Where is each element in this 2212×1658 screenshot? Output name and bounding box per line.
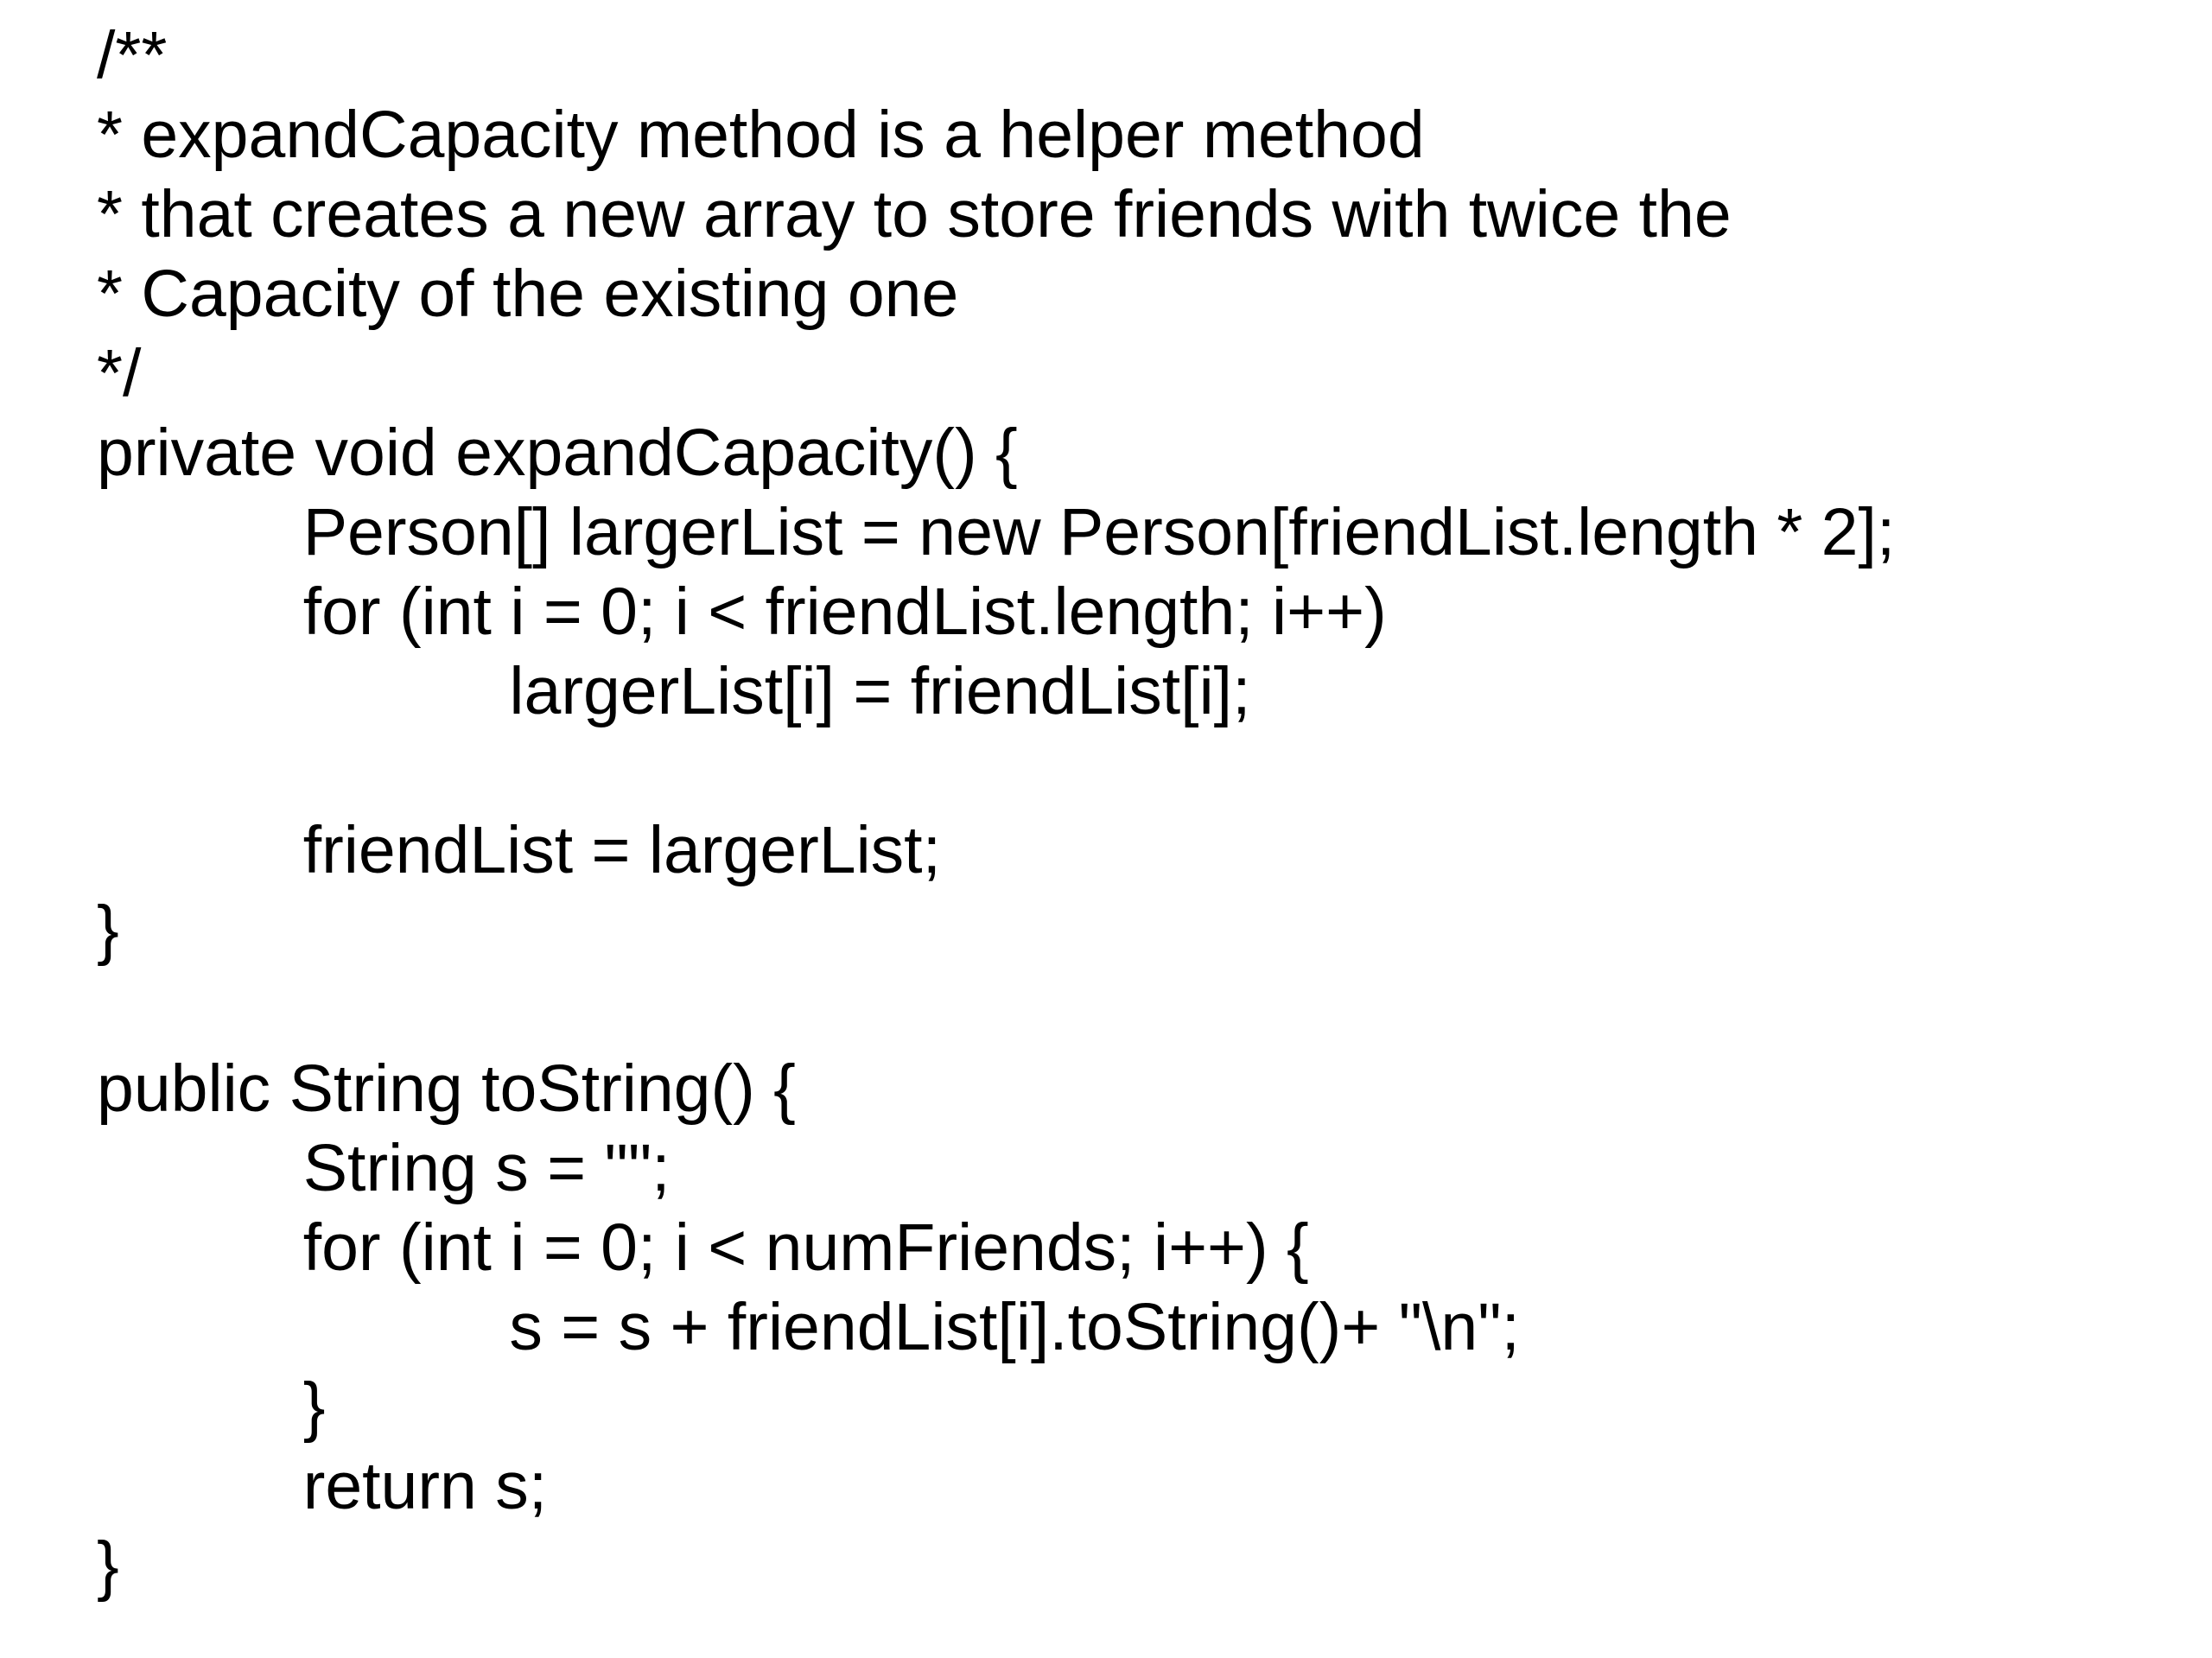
java-code-listing: /** * expandCapacity method is a helper …: [97, 18, 1896, 1603]
